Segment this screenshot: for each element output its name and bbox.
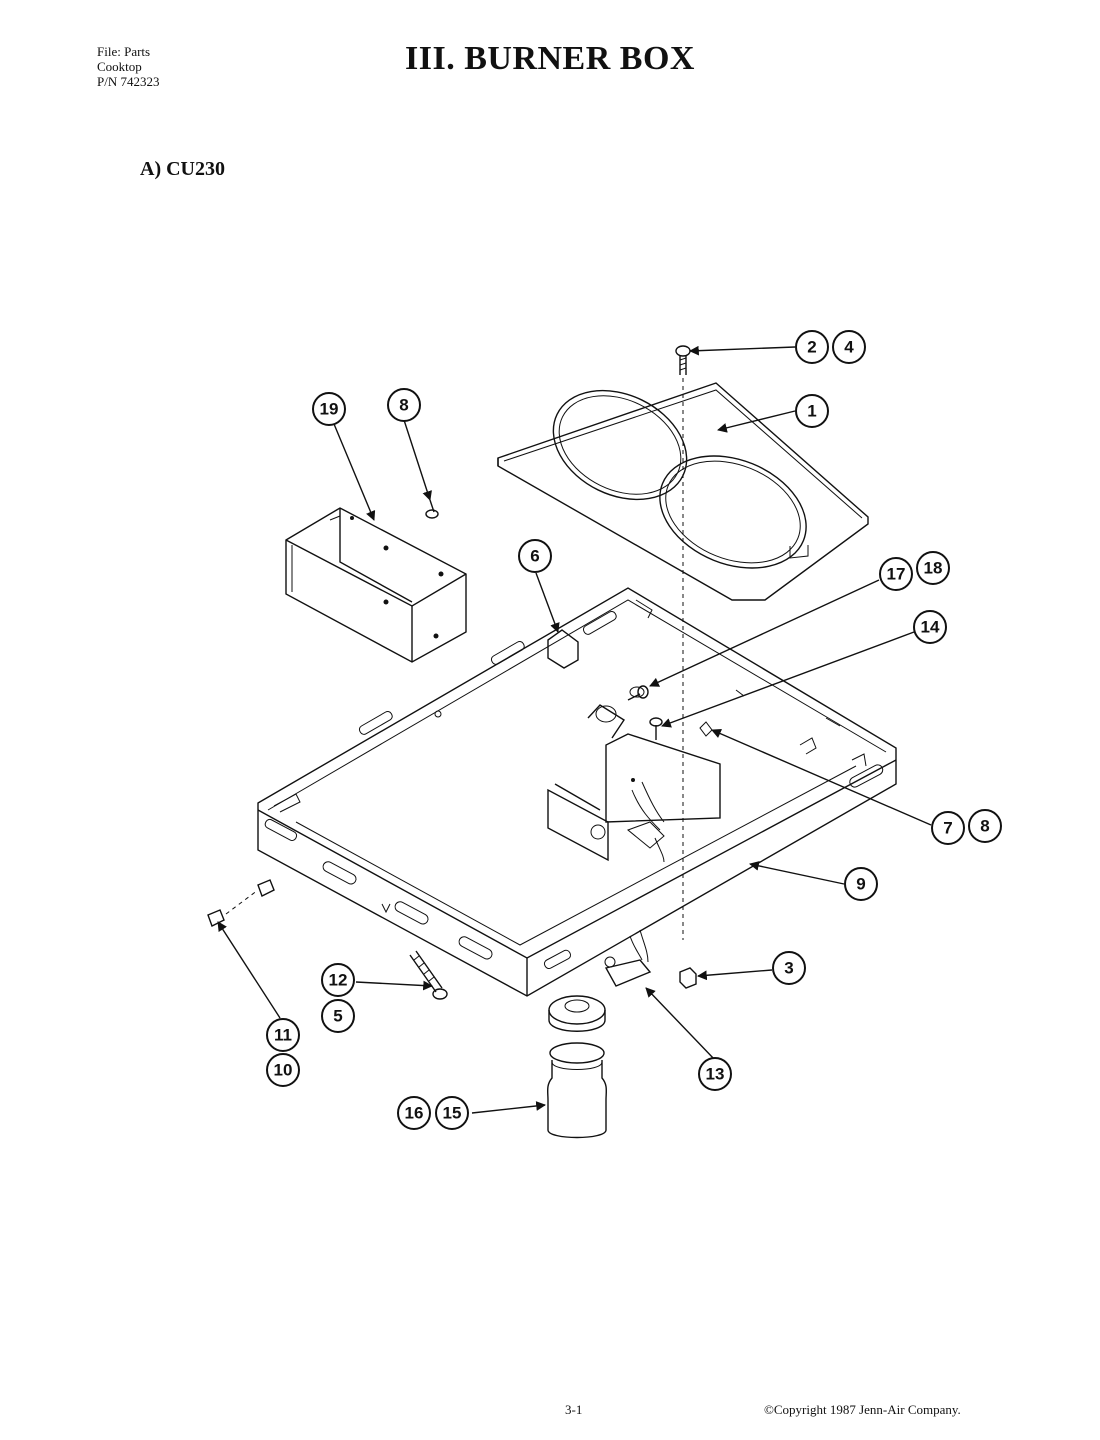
svg-text:14: 14 [921, 618, 940, 637]
callout-1: 1 [795, 394, 829, 428]
svg-text:7: 7 [943, 819, 952, 838]
callout-19: 19 [312, 392, 346, 426]
callout-14: 14 [913, 610, 947, 644]
cooktop-top-plate [497, 382, 869, 601]
callout-3: 3 [772, 951, 806, 985]
callout-15: 15 [435, 1096, 469, 1130]
svg-text:18: 18 [924, 559, 943, 578]
svg-text:10: 10 [274, 1061, 293, 1080]
screw-17-18 [627, 685, 649, 701]
svg-text:9: 9 [856, 875, 865, 894]
copyright: ©Copyright 1987 Jenn-Air Company. [764, 1402, 961, 1417]
callout-11: 11 [266, 1018, 300, 1052]
callout-7: 7 [931, 811, 965, 845]
mount-bracket [547, 629, 579, 669]
file-line-1: File: Parts [97, 44, 151, 59]
screw-top [675, 345, 691, 375]
callout-8-top: 8 [387, 388, 421, 422]
jar-lid [548, 995, 606, 1032]
callout-18: 18 [916, 551, 950, 585]
svg-text:13: 13 [706, 1065, 725, 1084]
file-info: File: Parts Cooktop P/N 742323 [97, 44, 159, 89]
enclosure-box [285, 507, 467, 663]
callout-8-right: 8 [968, 809, 1002, 843]
gas-valve [604, 929, 652, 987]
svg-text:17: 17 [887, 565, 906, 584]
burner-box-pan [257, 587, 897, 997]
svg-text:4: 4 [844, 338, 854, 357]
callout-5: 5 [321, 999, 355, 1033]
svg-text:12: 12 [329, 971, 348, 990]
svg-text:8: 8 [399, 396, 408, 415]
svg-text:8: 8 [980, 817, 989, 836]
callout-4: 4 [832, 330, 866, 364]
section-label: A) CU230 [140, 158, 225, 180]
svg-text:6: 6 [530, 547, 539, 566]
file-line-2: Cooktop [97, 59, 142, 74]
screw-14 [649, 717, 663, 740]
callout-2: 2 [795, 330, 829, 364]
callout-17: 17 [879, 557, 913, 591]
callout-12: 12 [321, 963, 355, 997]
grease-jar [546, 1042, 608, 1139]
svg-text:15: 15 [443, 1104, 462, 1123]
leveling-foot [207, 879, 275, 927]
svg-text:5: 5 [333, 1007, 342, 1026]
callout-13: 13 [698, 1057, 732, 1091]
file-line-3: P/N 742323 [97, 74, 160, 89]
svg-text:3: 3 [784, 959, 793, 978]
callout-9: 9 [844, 867, 878, 901]
svg-text:19: 19 [320, 400, 339, 419]
long-screw [409, 950, 448, 1000]
callout-10: 10 [266, 1053, 300, 1087]
screw-box [425, 499, 439, 519]
callout-6: 6 [518, 539, 552, 573]
svg-text:11: 11 [274, 1026, 292, 1045]
callout-16: 16 [397, 1096, 431, 1130]
nut [679, 967, 697, 989]
control-bracket [547, 686, 721, 863]
svg-text:1: 1 [807, 402, 816, 421]
page-title: III. BURNER BOX [405, 40, 695, 77]
page-number: 3-1 [565, 1402, 583, 1417]
svg-text:2: 2 [807, 338, 816, 357]
svg-text:16: 16 [405, 1104, 424, 1123]
